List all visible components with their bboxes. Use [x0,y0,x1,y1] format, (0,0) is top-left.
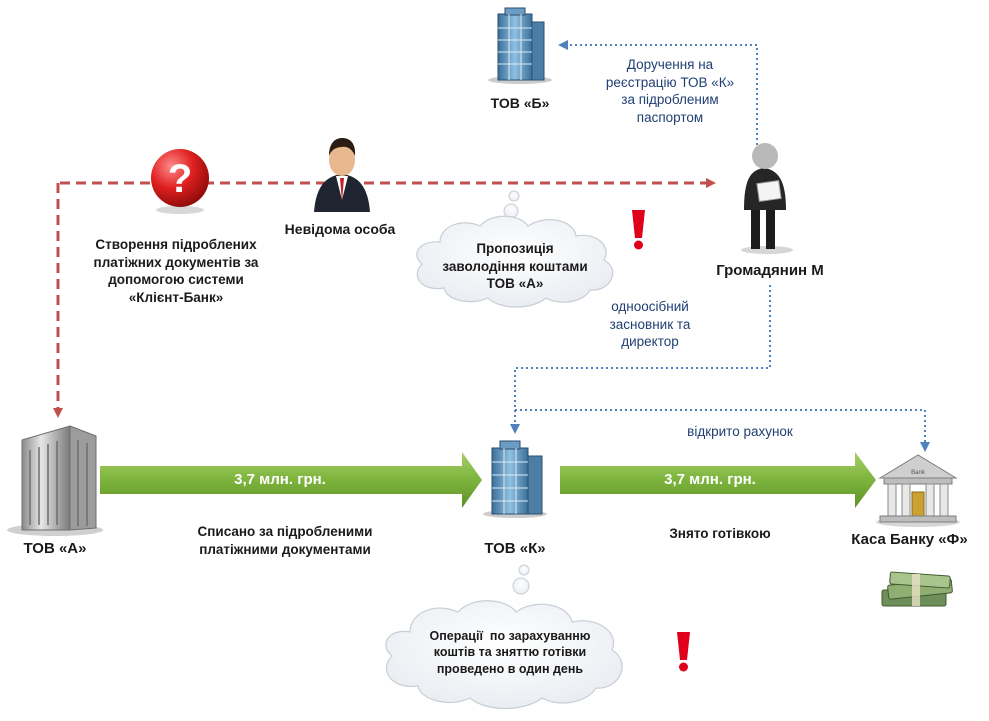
offer-line-3: ТОВ «А» [486,276,544,292]
operations-thought-cloud [385,564,623,710]
unknown-person-icon [314,138,370,212]
offer-line-2: заволодіння коштами [442,258,588,274]
question-glyph: ? [168,157,192,201]
founder-line-2: засновник та [609,316,691,332]
written-off-line-2: платіжними документами [199,541,371,557]
red-dashed-connector [53,178,716,418]
amount-1: 3,7 млн. грн. [234,471,326,488]
operations-line-3: проведено в один день [436,661,584,676]
question-mark-icon: ? [151,149,209,214]
operations-line-1: Операції по зарахуванню [429,629,591,643]
bank-building-icon: Bank [876,454,960,527]
founder-line-3: директор [621,334,679,350]
tov-b-label: ТОВ «Б» [490,95,550,111]
power-of-attorney-line-2: реєстрацію ТОВ «К» [605,74,735,90]
exclamation-icon-1 [632,210,645,250]
offer-thought-cloud [416,190,614,308]
unknown-person-label: Невідома особа [284,221,396,237]
power-of-attorney-text: Доручення на реєстрацію ТОВ «К» за підро… [590,56,750,126]
operations-line-2: коштів та зняттю готівки [433,645,587,660]
tov-k-label: ТОВ «К» [484,540,546,557]
offer-cloud-text: Пропозиція заволодіння коштами ТОВ «А» [430,240,600,293]
building-b-icon [488,7,552,84]
account-opened-text: відкрито рахунок [687,424,793,439]
founder-text: одноосібний засновник та директор [590,298,710,351]
forged-docs-line-2: платіжних документів за [93,254,259,270]
bank-sign: Bank [911,470,926,476]
cash-withdrawn-text: Знято готівкою [669,526,771,541]
power-of-attorney-line-3: за підробленим [621,92,719,108]
citizen-m-icon [741,143,793,254]
amount-2: 3,7 млн. грн. [664,471,756,488]
tov-a-label: ТОВ «А» [23,540,87,557]
building-a-icon [7,425,103,536]
building-k-icon [483,440,547,518]
forged-docs-line-1: Створення підроблених [95,237,257,252]
forged-docs-text: Створення підроблених платіжних документ… [68,236,284,306]
green-arrow-1 [100,452,482,508]
written-off-text: Списано за підробленими платіжними докум… [170,523,400,558]
offer-line-1: Пропозиція [476,241,554,256]
written-off-line-1: Списано за підробленими [197,524,373,539]
money-stack-icon [881,571,953,607]
power-of-attorney-line-4: паспортом [636,109,704,125]
green-arrow-2 [560,452,876,508]
operations-cloud-text: Операції по зарахуванню коштів та зняттю… [405,628,615,677]
blue-dotted-connector [510,40,930,452]
founder-line-1: одноосібний [611,299,689,314]
forged-docs-line-4: «Клієнт-Банк» [128,289,224,305]
citizen-m-label: Громадянин М [716,262,824,279]
exclamation-icon-2 [677,632,690,672]
forged-docs-line-3: допомогою системи [108,272,244,288]
bank-label: Каса Банку «Ф» [851,531,968,548]
power-of-attorney-line-1: Доручення на [626,57,714,72]
